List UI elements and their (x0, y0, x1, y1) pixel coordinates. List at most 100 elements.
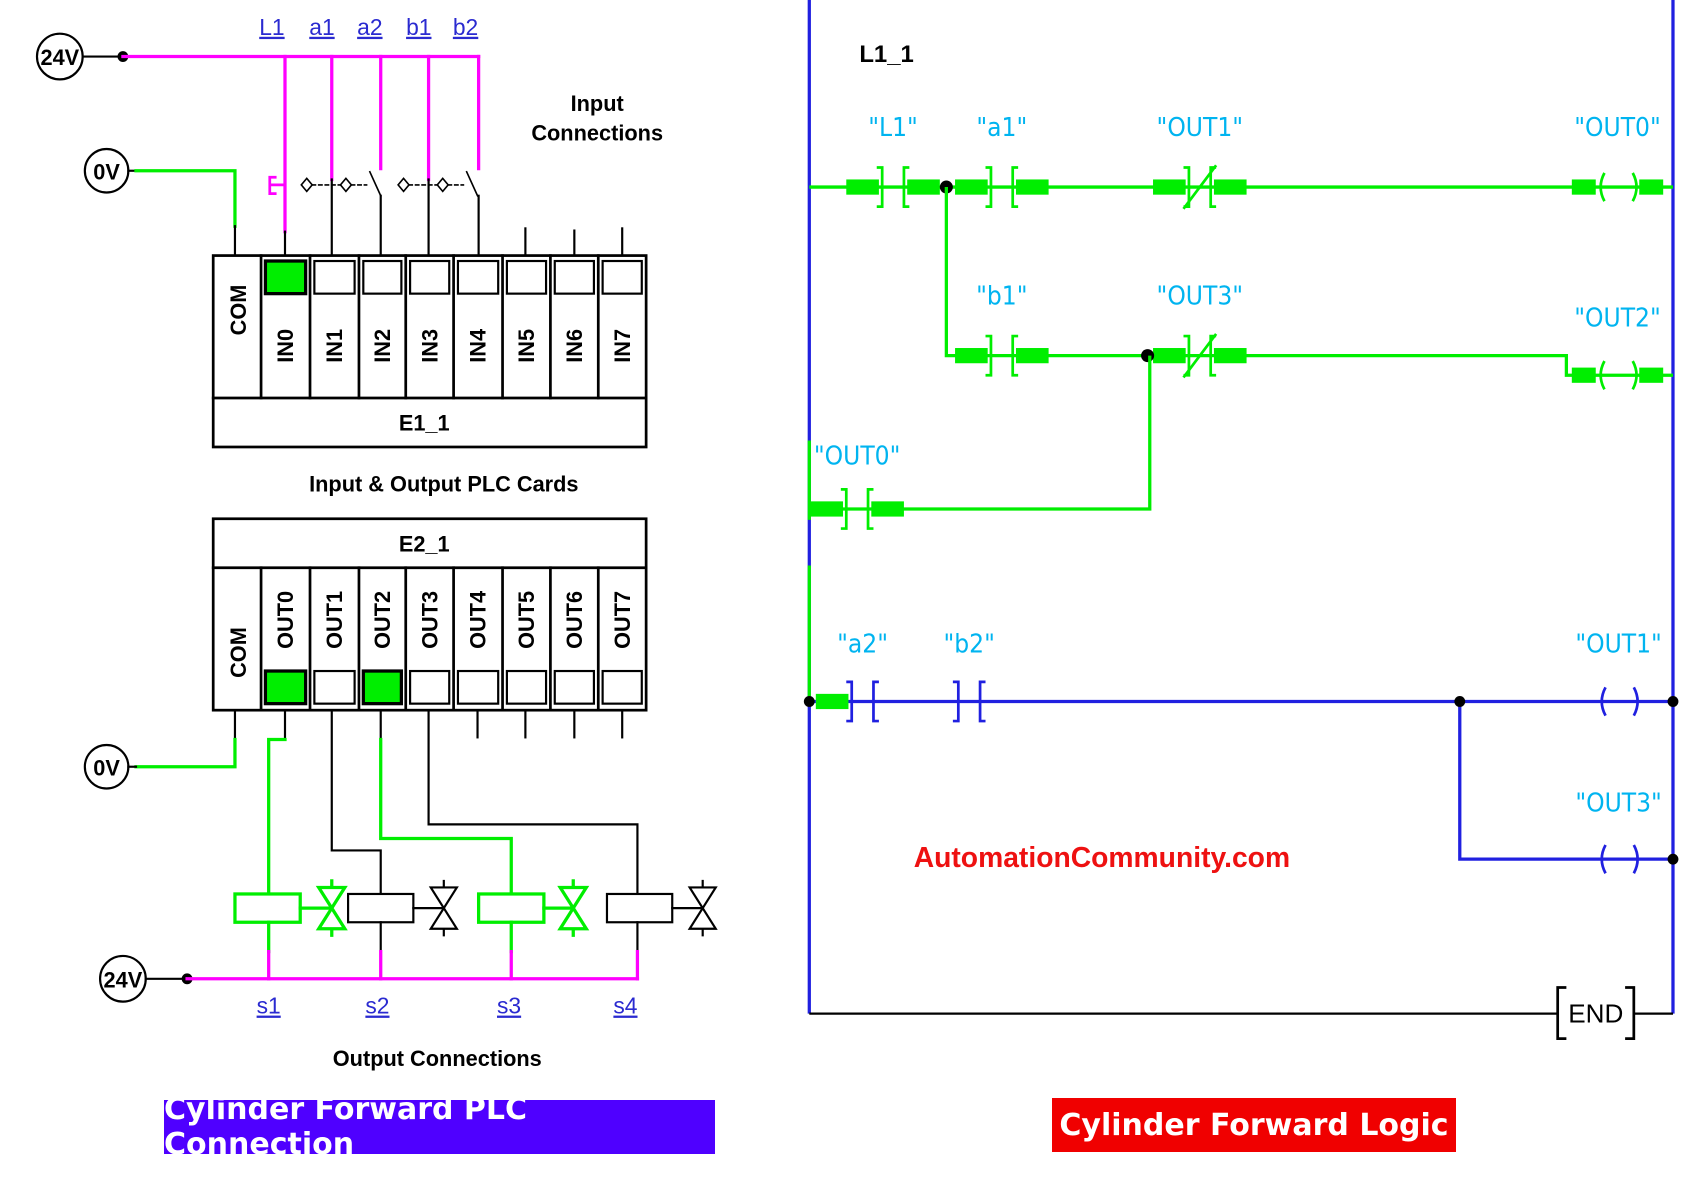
contact-energized-pad (1015, 348, 1049, 364)
channel-label: IN7 (610, 329, 635, 363)
junction-dot (1667, 853, 1679, 865)
channel-label: OUT6 (562, 591, 587, 649)
valve-symbol (428, 879, 459, 937)
input-label-a2: a2 (357, 14, 382, 40)
contact-label: "L1" (868, 113, 918, 143)
coil-parentheses-icon (1600, 844, 1639, 874)
output-coil: "OUT1" (1575, 630, 1662, 717)
channel-label: IN0 (273, 329, 298, 363)
solenoid-coil (233, 892, 302, 924)
zero-volt-input: 0V (83, 147, 237, 257)
channel-label: OUT3 (417, 591, 442, 649)
solenoid-valve-icon (605, 879, 718, 981)
rung-wire (944, 187, 1673, 377)
junction-dot (1141, 349, 1155, 363)
switch-diamond (397, 177, 411, 193)
channel-label: IN4 (466, 329, 491, 363)
solenoid-label-s2: s2 (365, 993, 389, 1019)
contact-label: "OUT0" (814, 441, 901, 471)
output-connections-title: Output Connections (333, 1046, 542, 1071)
input-label-b1: b1 (406, 14, 431, 40)
channel-status-led (361, 669, 404, 706)
no-contact: "a1" (955, 113, 1049, 208)
solenoid-valve-icon (233, 879, 348, 981)
input-card-com: COM (226, 285, 251, 336)
end-label: END (1568, 998, 1623, 1028)
output-wires (134, 709, 639, 896)
input-connections-title-1: Input (571, 91, 624, 116)
contact-energized-pad (907, 179, 940, 195)
solenoid-label-s4: s4 (613, 993, 637, 1019)
coil-parentheses-icon (1600, 686, 1639, 717)
banner-text: Cylinder Forward Logic (1059, 1107, 1449, 1143)
junction-dot (1667, 696, 1679, 707)
coil-label: "OUT0" (1574, 113, 1661, 143)
contact-energized-pad (1015, 179, 1049, 195)
solenoid-valve-icon (346, 879, 459, 981)
valve-symbol (315, 879, 348, 937)
contact-energized-pad (1153, 179, 1186, 195)
contact-brackets-icon (840, 488, 874, 530)
contact-energized-pad (846, 179, 879, 195)
channel-status-led (456, 669, 500, 705)
channel-label: IN3 (417, 329, 442, 363)
contact-label: "a1" (976, 113, 1027, 143)
network-label: L1_1 (859, 41, 914, 68)
channel-status-led (601, 259, 643, 295)
channel-status-led (553, 669, 596, 705)
coil-label: "OUT2" (1574, 303, 1661, 333)
channel-status-led (456, 259, 500, 295)
solenoid-coil (476, 892, 546, 924)
switch-diamond (436, 177, 450, 193)
output-coil: "OUT2" (1571, 303, 1664, 390)
contact-energized-pad (1213, 348, 1247, 364)
coil-energized-pad (1639, 367, 1664, 383)
channel-label: OUT2 (370, 591, 395, 649)
rung-wire (1458, 701, 1673, 861)
no-contact: "a2" (815, 630, 888, 723)
channel-status-led (313, 669, 356, 705)
nc-slash-icon (1182, 164, 1218, 210)
channel-label: IN2 (370, 329, 395, 363)
input-label-b2: b2 (453, 14, 478, 40)
cards-title: Input & Output PLC Cards (309, 472, 578, 497)
contact-label: "b2" (943, 630, 994, 660)
nc-slash-icon (1182, 333, 1218, 379)
limit-switch-icon (397, 170, 479, 197)
channel-status-led (408, 259, 451, 295)
coil-label: "OUT3" (1575, 788, 1662, 818)
switch-contact (368, 170, 382, 197)
contact-brackets-icon (846, 680, 879, 723)
supply-label: 24V (40, 45, 79, 70)
channel-label: OUT0 (273, 591, 298, 649)
input-labels: L1 a1 a2 b1 b2 (259, 14, 478, 40)
channel-status-led (505, 259, 548, 295)
solenoid-valves (233, 879, 718, 981)
contact-energized-pad (815, 693, 849, 710)
input-label-a1: a1 (309, 14, 334, 40)
solenoid-valve-icon (476, 879, 590, 981)
contact-brackets-icon (952, 680, 986, 723)
channel-label: OUT5 (514, 591, 539, 649)
pushbutton-l1-icon (268, 175, 287, 195)
contact-brackets-icon (876, 166, 910, 208)
output-card-com: COM (226, 627, 251, 678)
logic-banner: Cylinder Forward Logic (1052, 1098, 1456, 1152)
valve-symbol (687, 879, 718, 937)
supply-24v-bottom: 24V (98, 954, 640, 1003)
end-instruction-icon (1556, 986, 1636, 1040)
input-label-l1: L1 (259, 14, 284, 40)
no-contact: "b2" (943, 630, 995, 723)
contact-label: "OUT1" (1157, 113, 1244, 143)
coil-energized-pad (1639, 179, 1664, 195)
channel-status-led (263, 259, 308, 296)
channel-status-led (313, 259, 356, 295)
input-connections-title-2: Connections (531, 120, 663, 145)
zero-volt-output: 0V (83, 743, 138, 790)
switch-contact (465, 170, 479, 197)
channel-status-led (362, 259, 403, 295)
contact-energized-pad (1153, 348, 1186, 364)
